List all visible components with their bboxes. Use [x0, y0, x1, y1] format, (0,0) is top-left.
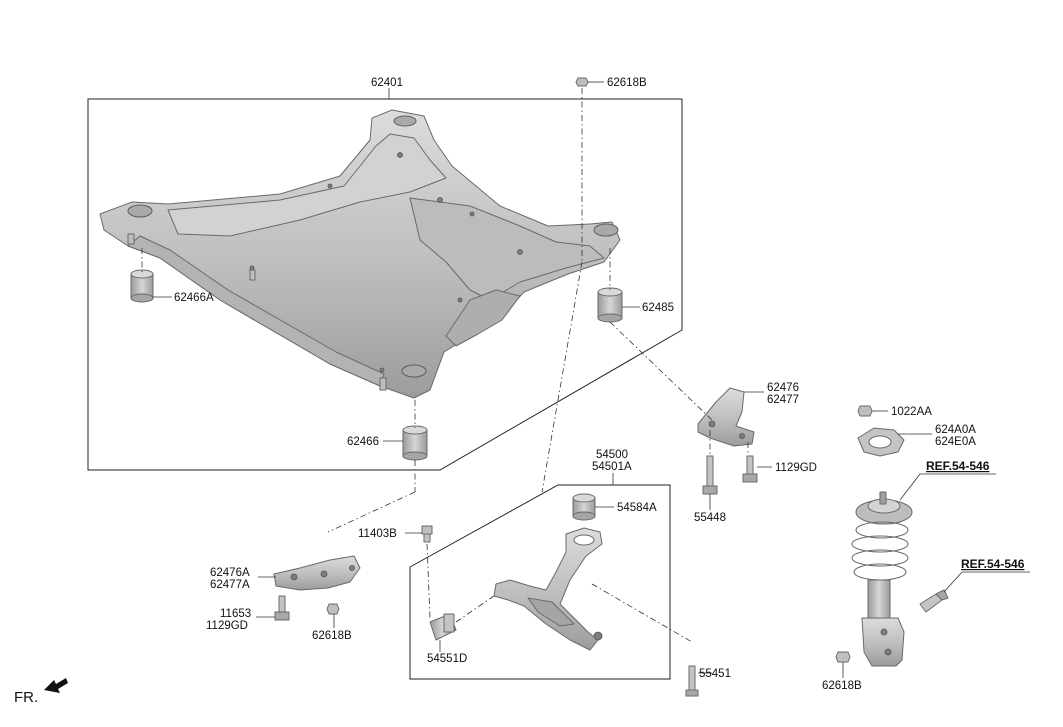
label-62477a: 62477A	[210, 579, 250, 591]
label-ref-54-546-lower[interactable]: REF.54-546	[961, 557, 1025, 571]
label-624e0a: 624E0A	[935, 436, 976, 448]
label-54501a: 54501A	[592, 461, 632, 473]
bolt-1129gd-right	[742, 455, 758, 483]
bracket-62476a	[273, 555, 361, 591]
label-54551d: 54551D	[427, 653, 467, 665]
label-62476a: 62476A	[210, 567, 250, 579]
label-55448: 55448	[694, 512, 726, 524]
label-1129gd-left: 1129GD	[206, 620, 248, 632]
label-55451: 55451	[699, 668, 731, 680]
label-front-direction: FR.	[14, 689, 38, 706]
label-54500: 54500	[596, 449, 628, 461]
front-arrow-icon	[44, 678, 68, 693]
leader-lines	[153, 81, 1030, 678]
lower-arm-group-frame	[409, 484, 671, 680]
bolt-55451	[685, 665, 699, 697]
label-62466: 62466	[347, 436, 379, 448]
nut-62618b-strut	[835, 651, 851, 663]
label-1129gd-right: 1129GD	[775, 462, 817, 474]
stabilizer-link-stud	[919, 589, 949, 613]
bushing-62485	[597, 287, 623, 323]
bushing-62466	[402, 425, 428, 461]
label-62476: 62476	[767, 382, 799, 394]
label-62618b-left: 62618B	[312, 630, 352, 642]
label-ref-54-546-upper[interactable]: REF.54-546	[926, 459, 990, 473]
label-62618b-top: 62618B	[607, 77, 647, 89]
subframe-group-frame	[87, 98, 683, 471]
lower-control-arm-54500	[493, 527, 603, 651]
nut-62618b-left	[326, 603, 340, 615]
label-11653: 11653	[220, 608, 251, 620]
label-62477: 62477	[767, 394, 799, 406]
label-1022aa: 1022AA	[891, 406, 932, 418]
subframe-crossmember	[99, 109, 621, 399]
bolt-11403b	[421, 525, 433, 543]
strut-assembly	[851, 491, 913, 667]
assembly-lines	[141, 88, 749, 643]
part-labels: 62401 62618B 62466A 62485 62466 62476 62…	[14, 77, 1025, 706]
bushing-54551d	[429, 613, 457, 641]
label-62485: 62485	[642, 302, 674, 314]
bracket-62476	[697, 387, 755, 447]
bushing-54584a	[572, 493, 596, 521]
bushing-62466a	[130, 269, 154, 303]
label-11403b: 11403B	[358, 528, 397, 540]
nut-62618b-top	[575, 77, 589, 87]
label-62466a: 62466A	[174, 292, 214, 304]
label-62401: 62401	[371, 77, 403, 89]
label-62618b-strut: 62618B	[822, 680, 862, 692]
bolt-11653	[274, 595, 290, 621]
bolt-55448	[702, 455, 718, 495]
label-54584a: 54584A	[617, 502, 657, 514]
label-624a0a: 624A0A	[935, 424, 976, 436]
insulator-624a0a	[857, 427, 905, 457]
nut-1022aa	[857, 405, 873, 417]
